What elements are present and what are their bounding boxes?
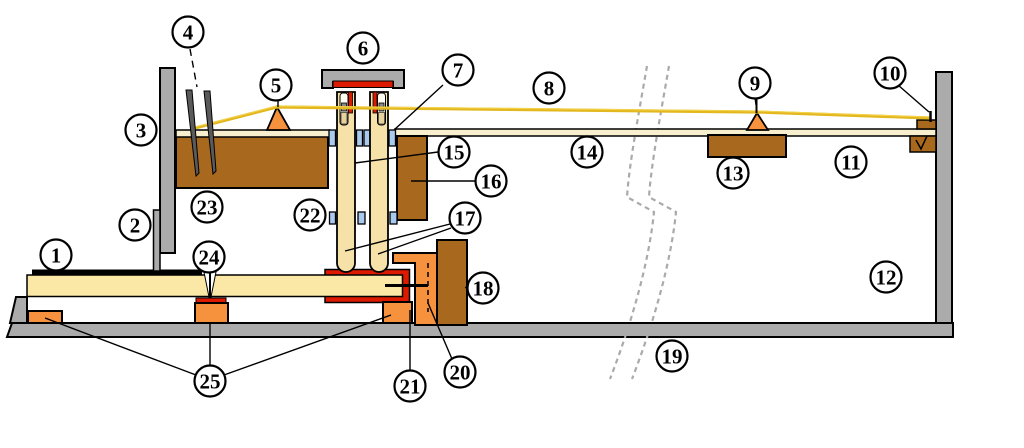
register-block xyxy=(396,135,428,221)
jack-1-tongue xyxy=(340,112,348,125)
balance-rail xyxy=(194,302,229,324)
svg-text:13: 13 xyxy=(723,162,744,186)
label-25: 25 xyxy=(193,364,227,398)
bottom-front-lip xyxy=(8,296,28,324)
svg-text:8: 8 xyxy=(544,77,555,101)
svg-text:10: 10 xyxy=(880,62,901,86)
jack-2 xyxy=(369,91,389,273)
string xyxy=(190,105,931,131)
label-1: 1 xyxy=(39,238,73,272)
lower-register-guides xyxy=(328,211,398,225)
jack-rail-felt xyxy=(332,80,394,88)
svg-text:1: 1 xyxy=(51,244,62,268)
label-24: 24 xyxy=(192,240,226,274)
wrest-plank xyxy=(175,135,329,189)
svg-text:2: 2 xyxy=(130,214,141,238)
soundboard xyxy=(394,128,937,137)
front-rail xyxy=(27,310,63,324)
label-2: 2 xyxy=(118,208,152,242)
label-11: 11 xyxy=(834,145,868,179)
label-21: 21 xyxy=(393,369,427,403)
rear-rail xyxy=(382,301,413,324)
nameboard xyxy=(159,67,176,254)
hitch-rail-upper xyxy=(916,119,937,130)
svg-text:5: 5 xyxy=(271,74,282,98)
svg-text:21: 21 xyxy=(400,375,421,399)
label-9: 9 xyxy=(738,66,772,100)
hitch-pin-check-mark xyxy=(915,135,928,151)
svg-text:22: 22 xyxy=(300,204,321,228)
svg-text:4: 4 xyxy=(183,21,194,45)
bridge xyxy=(745,111,770,131)
label-10: 10 xyxy=(873,56,907,90)
svg-text:18: 18 xyxy=(473,277,494,301)
label-7: 7 xyxy=(441,53,475,87)
svg-text:19: 19 xyxy=(662,345,683,369)
svg-text:11: 11 xyxy=(841,151,861,175)
label-18: 18 xyxy=(466,271,500,305)
label-22: 22 xyxy=(293,198,327,232)
svg-text:24: 24 xyxy=(199,246,221,270)
label-5: 5 xyxy=(259,68,293,102)
jack-2-tongue xyxy=(378,112,385,125)
label-13: 13 xyxy=(716,156,750,190)
svg-text:16: 16 xyxy=(481,170,502,194)
svg-text:6: 6 xyxy=(358,37,369,61)
svg-text:25: 25 xyxy=(200,370,221,394)
leader-lines xyxy=(44,48,930,376)
rear-block xyxy=(436,239,468,326)
key-top-covering xyxy=(32,269,202,276)
svg-text:9: 9 xyxy=(750,72,761,96)
lower-nameboard-batten xyxy=(152,209,161,272)
svg-text:7: 7 xyxy=(453,59,464,83)
label-12: 12 xyxy=(869,260,903,294)
label-16: 16 xyxy=(474,164,508,198)
svg-text:20: 20 xyxy=(450,361,471,385)
label-8: 8 xyxy=(532,71,566,105)
bridge-rib xyxy=(707,134,787,158)
label-17: 17 xyxy=(448,201,482,235)
label-14: 14 xyxy=(570,135,604,169)
jack-1-damper-felt xyxy=(348,91,353,114)
svg-text:12: 12 xyxy=(876,266,897,290)
svg-text:3: 3 xyxy=(136,119,147,143)
bottom-board xyxy=(5,322,954,338)
label-19: 19 xyxy=(655,339,689,373)
jack-2-damper-felt xyxy=(372,91,378,114)
break-lines xyxy=(608,65,678,380)
label-23: 23 xyxy=(190,190,224,224)
label-4: 4 xyxy=(171,15,205,49)
label-6: 6 xyxy=(346,31,380,65)
right-case-wall xyxy=(935,71,953,324)
tuning-pins xyxy=(185,89,217,178)
label-20: 20 xyxy=(443,355,477,389)
wrest-plank-veneer xyxy=(175,129,331,138)
nut xyxy=(265,104,292,131)
svg-text:17: 17 xyxy=(455,207,476,231)
svg-text:14: 14 xyxy=(577,141,599,165)
label-15: 15 xyxy=(437,135,471,169)
label-3: 3 xyxy=(124,113,158,147)
svg-text:15: 15 xyxy=(444,141,465,165)
svg-text:23: 23 xyxy=(197,196,218,220)
jack-1 xyxy=(336,91,356,273)
